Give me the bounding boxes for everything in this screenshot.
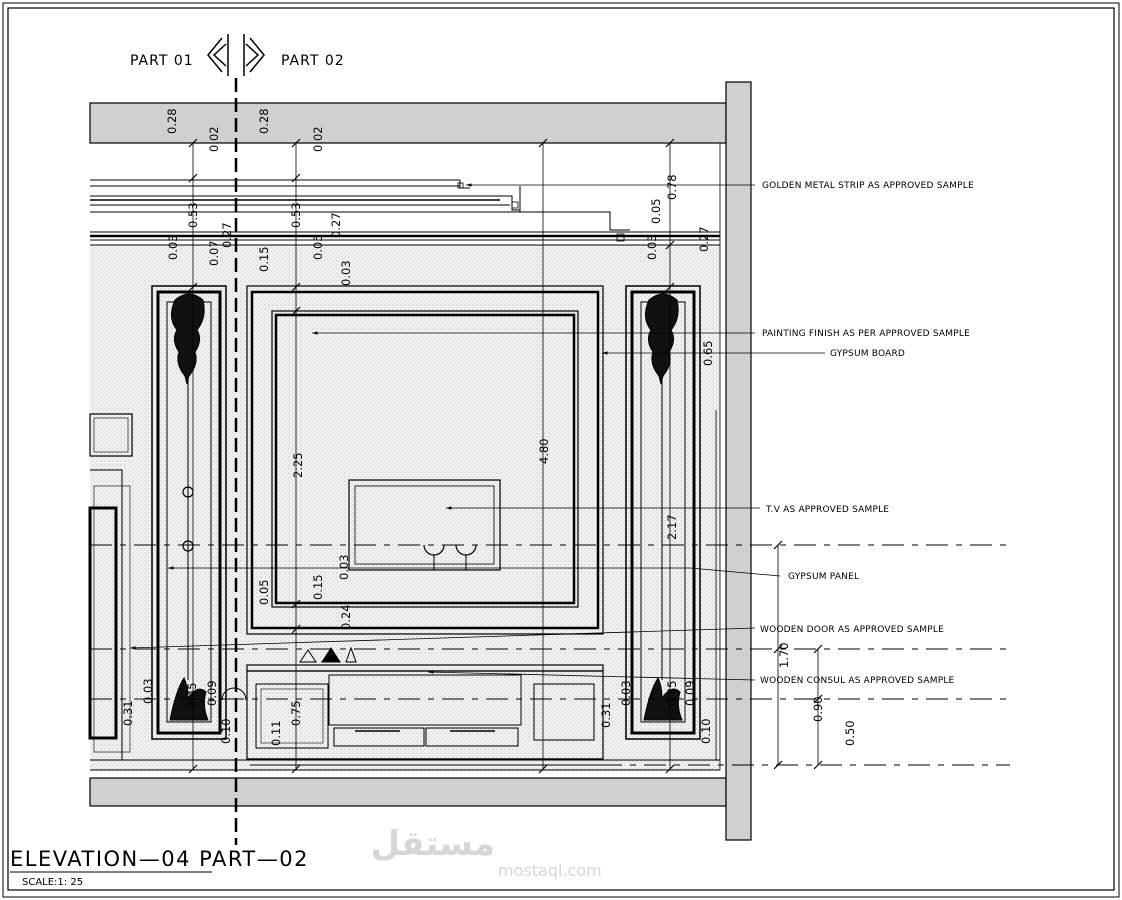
dim-text: 0.10 — [699, 718, 713, 744]
dim-text: 0.03 — [339, 260, 353, 286]
dim-text: 0.03 — [619, 680, 633, 706]
dim-text: 0.03 — [141, 678, 155, 704]
note-wooden-consul: WOODEN CONSUL AS APPROVED SAMPLE — [760, 676, 955, 686]
dimension-texts: 0.28 0.02 0.28 0.02 0.53 0.53 0.27 0.03 … — [121, 108, 857, 746]
dim-text: 0.75 — [289, 700, 303, 726]
watermark-logo: مستقل — [371, 824, 495, 864]
part-arrows-icon — [207, 34, 265, 76]
dim-text: 0.78 — [665, 174, 679, 200]
note-golden-metal-strip: GOLDEN METAL STRIP AS APPROVED SAMPLE — [762, 181, 974, 191]
drawing-scale: SCALE:1: 25 — [22, 877, 83, 888]
dim-text: 0.90 — [811, 696, 825, 722]
dim-text: 0.03 — [337, 554, 351, 580]
tv-panel — [246, 285, 604, 635]
dim-text: 0.11 — [269, 720, 283, 746]
part-02-label: PART 02 — [281, 53, 345, 69]
dim-text: 0.15 — [311, 574, 325, 600]
dim-text: 0.02 — [207, 126, 221, 152]
watermark-site: mostaql.com — [498, 861, 602, 880]
level-lines — [90, 544, 1010, 766]
left-pilaster — [151, 285, 227, 740]
dim-text: 0.03 — [166, 234, 180, 260]
sheet-border-inner — [7, 7, 1115, 891]
dim-text: 0.50 — [843, 720, 857, 746]
dim-text: 0.53 — [186, 202, 200, 228]
dim-text: 2.17 — [665, 514, 679, 540]
wall-structure — [89, 81, 752, 841]
dim-text: 0.15 — [257, 246, 271, 272]
dimension-lines — [188, 138, 823, 774]
dim-text: 1.70 — [777, 642, 791, 668]
dim-text: 0.28 — [257, 108, 271, 134]
dim-text: 0.65 — [701, 340, 715, 366]
dim-text: 0.28 — [165, 108, 179, 134]
dim-text: 0.31 — [599, 702, 613, 728]
note-tv: T.V AS APPROVED SAMPLE — [765, 505, 889, 515]
dim-text: 0.27 — [697, 226, 711, 252]
dim-text: 0.24 — [339, 604, 353, 630]
cornice — [90, 142, 721, 770]
part-01-label: PART 01 — [130, 53, 194, 69]
dim-text: 4.80 — [537, 438, 551, 464]
annotations: GOLDEN METAL STRIP AS APPROVED SAMPLE PA… — [760, 181, 974, 686]
drawing-title: ELEVATION—04 PART—02 — [10, 847, 309, 871]
dim-text: 0.27 — [329, 212, 343, 238]
wooden-consul — [246, 646, 604, 766]
dim-text: 0.53 — [289, 202, 303, 228]
dim-text: 0.03 — [645, 234, 659, 260]
leader-lines — [129, 183, 825, 681]
dim-text: 0.45 — [665, 680, 679, 706]
note-gypsum-panel: GYPSUM PANEL — [788, 572, 859, 582]
note-painting-finish: PAINTING FINISH AS PER APPROVED SAMPLE — [762, 329, 970, 339]
dim-text: 0.09 — [683, 680, 697, 706]
dim-text: 0.09 — [205, 680, 219, 706]
skirting — [90, 759, 720, 771]
dim-text: 0.05 — [649, 198, 663, 224]
dim-text: 0.10 — [219, 718, 233, 744]
ornament-left-top — [171, 293, 205, 385]
dim-text: 0.07 — [207, 240, 221, 266]
dim-text: 0.05 — [257, 579, 271, 605]
dim-text: 0.27 — [220, 222, 234, 248]
dim-text: 0.05 — [311, 234, 325, 260]
left-door — [88, 413, 247, 760]
dim-text: 0.31 — [121, 700, 135, 726]
note-wooden-door: WOODEN DOOR AS APPROVED SAMPLE — [760, 625, 944, 635]
tv-screen — [348, 479, 501, 571]
dim-text: 2.25 — [291, 452, 305, 478]
dim-text: 0.02 — [311, 126, 325, 152]
note-gypsum-board: GYPSUM BOARD — [830, 349, 905, 359]
dim-text: 0.45 — [185, 682, 199, 708]
